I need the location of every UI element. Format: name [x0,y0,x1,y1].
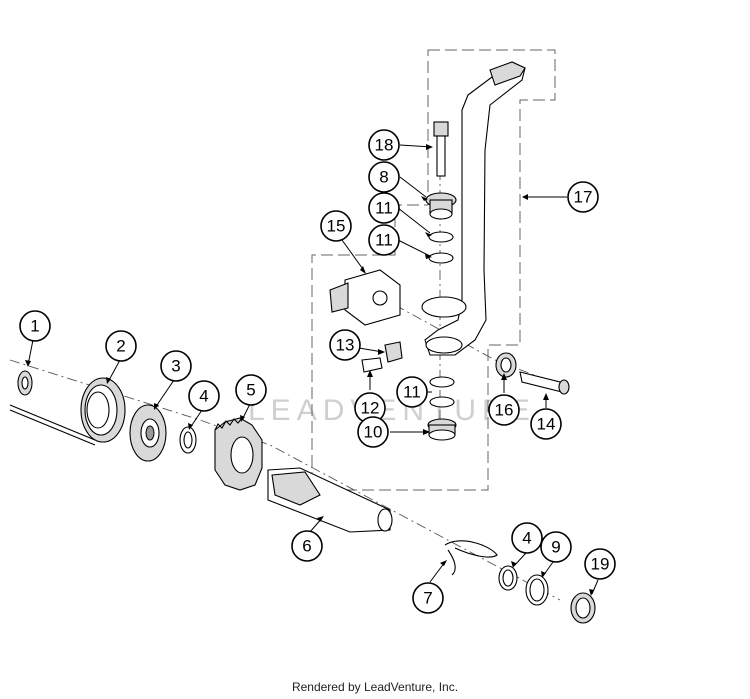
callout-7[interactable]: 7 [412,582,444,614]
callout-14[interactable]: 14 [530,408,562,440]
part-11-oring-top[interactable] [428,231,454,243]
footer-credit: Rendered by LeadVenture, Inc. [291,680,459,694]
svg-text:8: 8 [379,168,388,187]
callout-5[interactable]: 5 [235,374,267,406]
part-3-retainer[interactable] [129,404,167,462]
part-7-clip[interactable] [444,540,498,576]
part-1-washer[interactable] [17,370,33,396]
wire-2 [9,409,96,446]
callout-15[interactable]: 15 [320,210,352,242]
part-9-ring[interactable] [525,574,549,606]
svg-text:1: 1 [30,317,39,336]
callout-17[interactable]: 17 [567,181,599,213]
callout-2[interactable]: 2 [105,330,137,362]
part-19-bushing[interactable] [570,592,596,624]
svg-text:16: 16 [495,401,514,420]
callout-4-right[interactable]: 4 [511,522,543,554]
svg-text:12: 12 [361,399,380,418]
part-12-screw[interactable] [361,357,383,373]
svg-text:11: 11 [375,199,393,218]
part-2-spring[interactable] [80,377,126,443]
wire [9,404,96,441]
svg-text:17: 17 [574,188,593,207]
svg-text:7: 7 [423,589,432,608]
part-13-bolt[interactable] [384,341,403,363]
part-4-washer-right[interactable] [498,565,518,591]
svg-text:9: 9 [551,538,560,557]
callout-10[interactable]: 10 [357,416,389,448]
svg-text:3: 3 [171,357,180,376]
part-11-oring-bottom-b[interactable] [429,396,455,408]
part-11-oring-middle[interactable] [428,252,454,264]
svg-text:13: 13 [336,336,355,355]
callout-19[interactable]: 19 [584,548,616,580]
callout-8[interactable]: 8 [368,161,400,193]
svg-text:2: 2 [116,337,125,356]
part-18-bolt[interactable] [433,121,449,177]
callout-12[interactable]: 12 [354,392,386,424]
svg-text:10: 10 [364,423,383,442]
watermark: LEADVENTURE [248,394,536,427]
part-4-washer-left[interactable] [179,426,197,454]
svg-text:4: 4 [199,387,208,406]
part-16-bushing[interactable] [495,352,517,378]
callout-6[interactable]: 6 [291,530,323,562]
svg-text:5: 5 [246,381,255,400]
part-5-gear[interactable] [214,417,263,491]
callout-4-left[interactable]: 4 [188,380,220,412]
callout-16[interactable]: 16 [488,394,520,426]
part-15-clamp[interactable] [329,269,401,326]
callout-11-middle[interactable]: 11 [368,224,400,256]
callout-13[interactable]: 13 [329,329,361,361]
callout-9[interactable]: 9 [540,531,572,563]
svg-text:11: 11 [403,383,421,402]
callout-18[interactable]: 18 [368,129,400,161]
part-14-bolt[interactable] [519,371,570,395]
part-6-shaft[interactable] [267,467,393,533]
callout-3[interactable]: 3 [160,350,192,382]
svg-text:4: 4 [522,529,531,548]
svg-text:11: 11 [375,231,393,250]
svg-text:19: 19 [591,555,610,574]
arrowheads [25,144,594,596]
callout-11-bottom[interactable]: 11 [396,376,428,408]
part-10-bushing[interactable] [427,418,457,441]
svg-text:14: 14 [537,415,556,434]
callout-1[interactable]: 1 [19,310,51,342]
part-11-oring-bottom-a[interactable] [429,376,455,388]
svg-text:15: 15 [327,217,346,236]
part-17-kick-lever[interactable] [421,61,526,356]
callout-11-top[interactable]: 11 [368,192,400,224]
svg-text:6: 6 [302,537,311,556]
svg-text:18: 18 [375,136,394,155]
part-8-bushing[interactable] [425,192,457,220]
